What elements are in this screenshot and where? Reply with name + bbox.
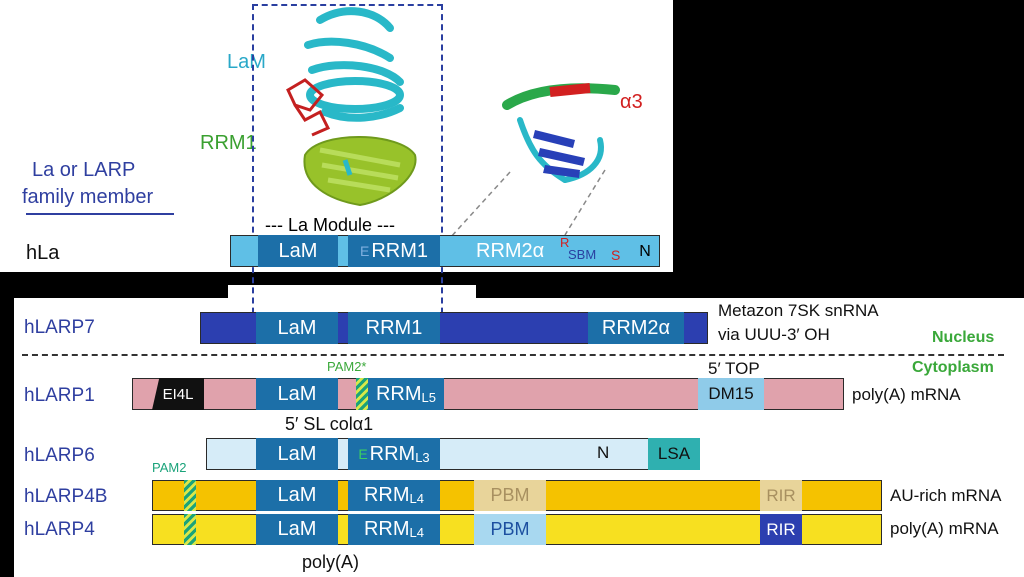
alpha3-structure-label: α3 — [620, 91, 643, 113]
hlarp1-rrm-label: RRM — [375, 382, 422, 405]
hlarp4b-lam-label: LaM — [277, 484, 317, 506]
cytoplasm-label: Cytoplasm — [912, 359, 994, 376]
hlarp7-annotation-line2: via UUU-3′ OH — [718, 325, 830, 344]
hlarp1-pam2-motif — [356, 378, 368, 410]
la-module-label: --- La Module --- — [265, 215, 396, 235]
hlarp6-n-label: N — [597, 443, 610, 462]
hlarp4-pam2-motif — [184, 514, 196, 545]
hlarp1-ei4l-domain: EI4L — [152, 378, 204, 410]
hlarp4-rir-domain: RIR — [760, 514, 802, 545]
hlarp4b-rrm-label: RRM — [363, 484, 410, 506]
protein-name-hlarp4: hLARP4 — [24, 519, 95, 540]
hlarp6-e-motif: E — [358, 446, 368, 462]
hlarp7-rrm1-domain: RRM1 — [348, 312, 440, 344]
hlarp4b-rrm-sub: L4 — [409, 491, 424, 506]
hlarp4-polya-label: poly(A) — [302, 552, 360, 572]
hlarp4b-lam-domain: LaM — [256, 480, 338, 511]
lam-helices — [304, 7, 404, 122]
hla-s-motif: S — [611, 247, 621, 263]
hla-n-domain: N — [632, 239, 658, 265]
protein-name-hlarp6: hLARP6 — [24, 445, 95, 466]
hlarp1-5top-label: 5′ TOP — [708, 359, 760, 378]
rrm2-structure-image — [502, 83, 620, 183]
hla-sbm-motif: SBM — [568, 247, 597, 262]
hlarp4-annotation: poly(A) mRNA — [890, 519, 999, 538]
hlarp6-lsa-domain: LSA — [648, 438, 700, 470]
family-header-line2: family member — [22, 186, 154, 208]
rrm2-sheet — [533, 130, 585, 178]
hla-lam-domain: LaM — [258, 235, 338, 267]
hla-e-motif: E — [359, 243, 370, 259]
rrm1-sheet — [303, 136, 417, 207]
hla-rrm1-label: RRM1 — [371, 239, 428, 262]
la-module-structure-image — [286, 7, 417, 207]
hlarp6-rrm-sub: L3 — [415, 449, 430, 465]
hlarp7-lam-domain: LaM — [256, 312, 338, 344]
hlarp1-rrm-sub: L5 — [421, 389, 436, 405]
hlarp4-rrm-sub: L4 — [409, 525, 424, 540]
hlarp7-rrm2-domain: RRM2α — [588, 312, 684, 344]
la-module-box — [252, 4, 443, 344]
hlarp4b-rir-domain: RIR — [760, 480, 802, 511]
hlarp4b-pam2-motif — [184, 480, 196, 511]
hlarp1-pam2-star-label: PAM2* — [327, 359, 367, 374]
hlarp7-annotation-line1: Metazon 7SK snRNA — [718, 301, 879, 320]
family-header-line1: La or LARP — [32, 159, 136, 181]
hlarp6-rrm-label: RRM — [369, 442, 416, 465]
hla-rrm1-domain: E RRM1 — [348, 235, 440, 267]
hlarp6-5sl-label: 5′ SL colα1 — [285, 414, 374, 434]
hlarp4b-pam2-label: PAM2 — [152, 460, 187, 475]
header-underline — [26, 213, 174, 215]
rna-ligand — [286, 78, 331, 137]
hlarp4b-pbm-domain: PBM — [474, 480, 546, 511]
protein-name-hlarp4b: hLARP4B — [24, 486, 108, 507]
rrm2-connector-lines — [449, 169, 606, 239]
hlarp6-lam-domain: LaM — [256, 438, 338, 470]
hlarp4-lam-domain: LaM — [256, 514, 338, 545]
hla-r-motif: R — [560, 235, 570, 250]
hlarp4b-annotation: AU-rich mRNA — [890, 486, 1002, 505]
hlarp1-annotation: poly(A) mRNA — [852, 385, 961, 404]
rrm1-structure-label: RRM1 — [200, 132, 257, 154]
hla-rrm2-label: RRM2α — [476, 240, 545, 262]
hlarp1-lam-domain: LaM — [256, 378, 338, 410]
nucleus-label: Nucleus — [932, 329, 995, 346]
nucleus-cytoplasm-divider — [22, 354, 1004, 356]
hlarp1-dm15-domain: DM15 — [698, 378, 764, 410]
protein-name-hlarp7: hLARP7 — [24, 317, 95, 338]
hlarp4-rrm-label: RRM — [363, 518, 410, 540]
bottom-panel-tab — [228, 285, 476, 299]
lam-structure-label: LaM — [227, 51, 266, 73]
hlarp4-pbm-domain: PBM — [474, 514, 546, 545]
protein-name-hla: hLa — [26, 242, 60, 264]
protein-name-hlarp1: hLARP1 — [24, 385, 95, 406]
